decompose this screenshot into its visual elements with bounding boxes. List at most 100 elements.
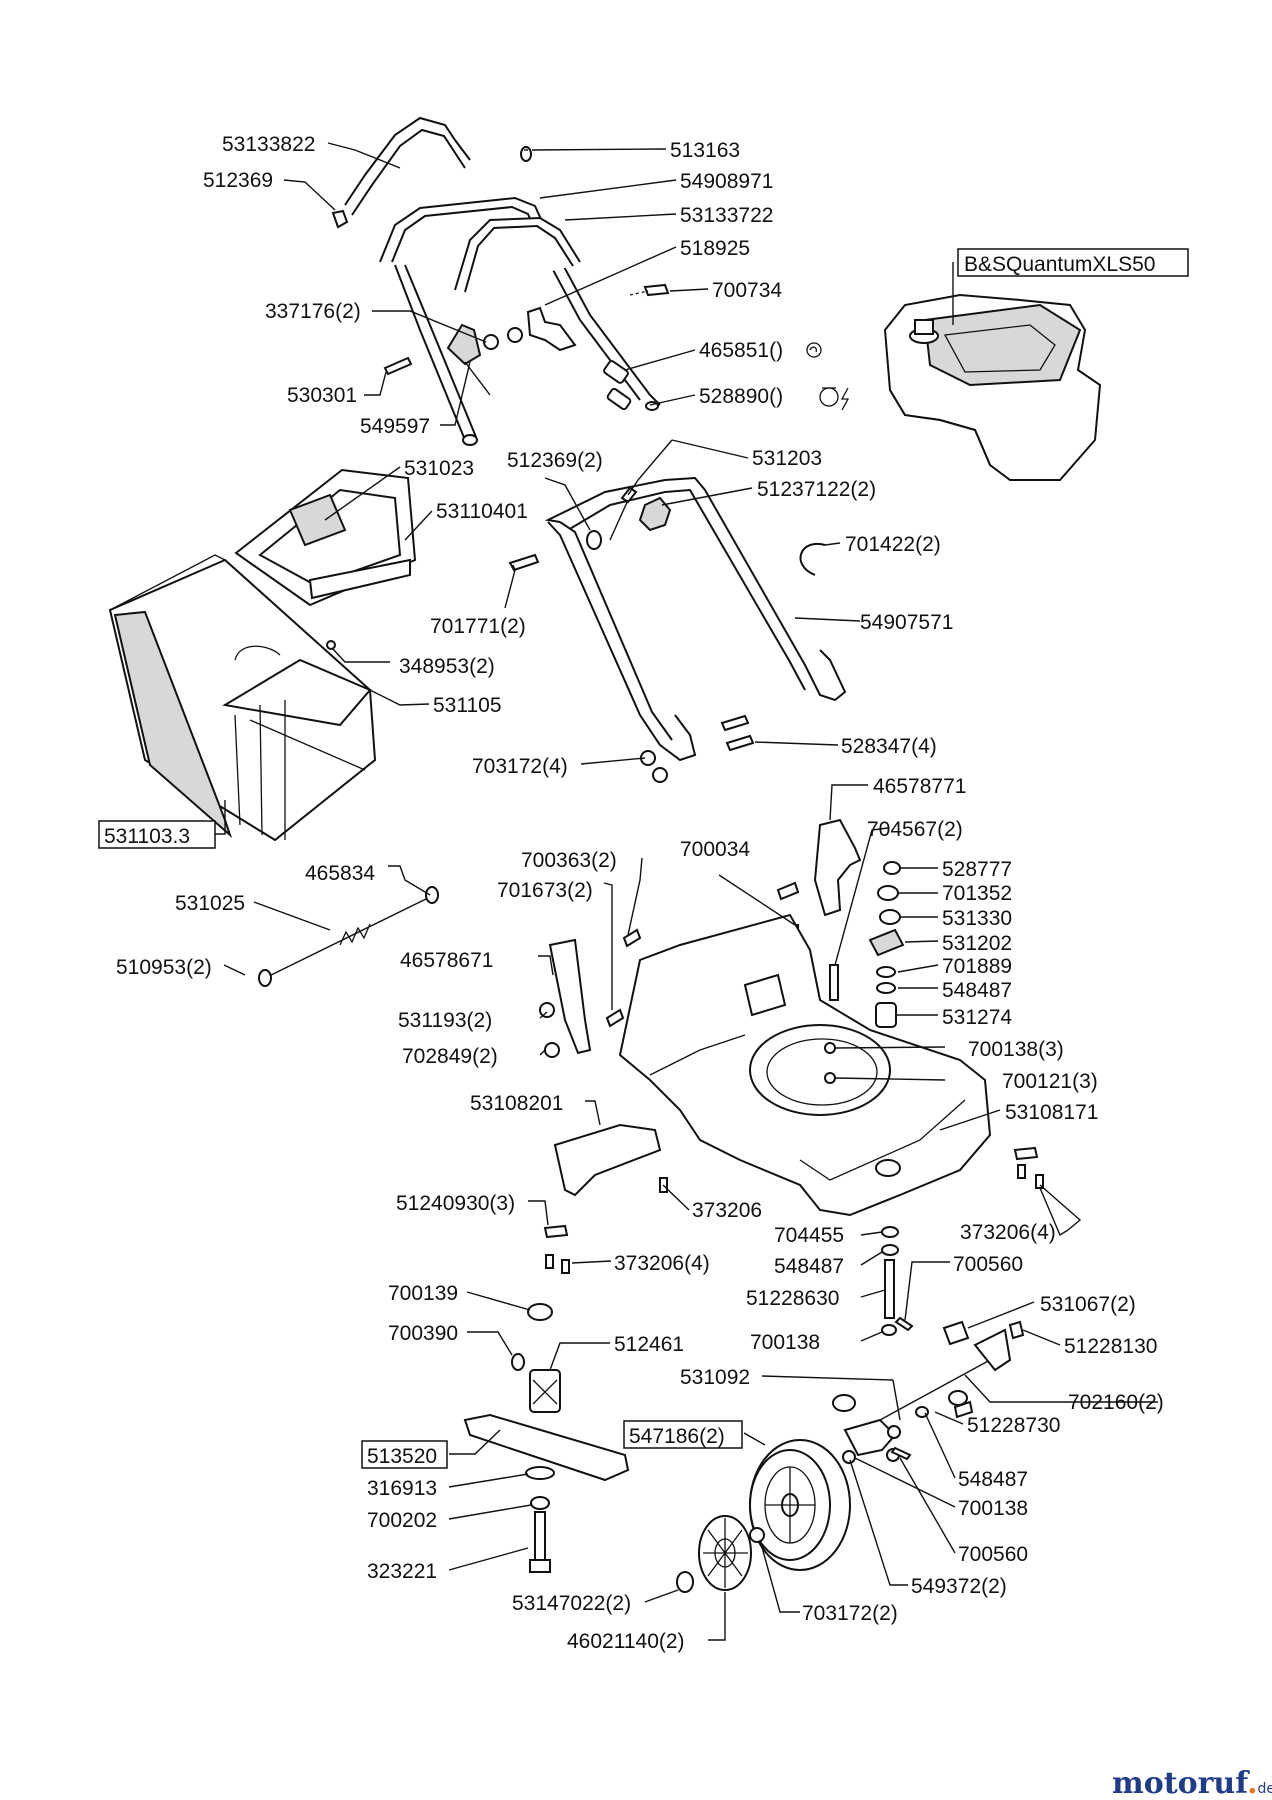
label-548487: 548487 (942, 979, 1012, 1002)
label-531105: 531105 (433, 694, 502, 717)
screw-700734 (629, 283, 670, 297)
label-530301: 530301 (287, 384, 357, 407)
washer-316913 (525, 1466, 555, 1480)
nut-702849 (544, 1042, 560, 1058)
leader-lines (215, 142, 1158, 1641)
label-512369b: 512369(2) (507, 449, 603, 472)
bolt-51228130 (1008, 1320, 1025, 1340)
blade-513520 (463, 1413, 630, 1482)
label-53133722: 53133722 (680, 204, 773, 227)
label-703172b: 703172(2) (802, 1602, 898, 1625)
label-528890: 528890() (699, 385, 783, 408)
cable-clip-531203 (609, 486, 638, 541)
label-528777: 528777 (942, 858, 1012, 881)
bracket-symbol-icon (819, 387, 850, 411)
engine-label: B&SQuantumXLS50 (952, 248, 1189, 325)
shaft-51228630 (884, 1259, 895, 1319)
label-700138: 700138(3) (968, 1038, 1064, 1061)
screw-701771 (508, 553, 540, 572)
label-531203: 531203 (752, 447, 822, 470)
spacer-702160 (948, 1390, 968, 1406)
cap-700390 (511, 1353, 525, 1371)
label-518925: 518925 (680, 237, 750, 260)
basket-lid (234, 468, 417, 607)
label-348953: 348953(2) (399, 655, 495, 678)
label-700034: 700034 (680, 838, 750, 861)
grass-basket (108, 554, 377, 842)
label-700363: 700363(2) (521, 849, 617, 872)
label-512369: 512369 (203, 169, 273, 192)
washer-700139 (527, 1303, 553, 1321)
label-548487b: 548487 (774, 1255, 844, 1278)
label-465851: 465851() (699, 339, 783, 362)
blade-adapter-512461 (529, 1369, 561, 1413)
label-316913: 316913 (367, 1477, 437, 1500)
label-531202: 531202 (942, 932, 1012, 955)
label-54907571: 54907571 (860, 611, 953, 634)
upper-handle-bar (344, 116, 471, 216)
label-box-531103 (98, 820, 216, 849)
label-531103: 531103.3 (104, 825, 190, 848)
label-51228130: 51228130 (1064, 1335, 1157, 1358)
svg-text:motoruf.de: motoruf.de (1112, 1766, 1272, 1800)
screw-701673 (605, 1008, 625, 1028)
label-703172: 703172(4) (472, 755, 568, 778)
nuts-703172 (640, 750, 668, 783)
label-531023: 531023 (404, 457, 474, 480)
bolt-323221 (529, 1511, 551, 1573)
label-51237122: 51237122(2) (757, 478, 876, 501)
pin-348953 (326, 640, 336, 650)
watermark-main: motoruf (1112, 1766, 1250, 1800)
label-373206b: 373206(4) (614, 1252, 710, 1275)
label-702160: 702160(2) (1068, 1391, 1164, 1414)
washer-548487 (881, 1244, 899, 1256)
screw-700363 (622, 928, 642, 948)
bracket-46578671 (548, 938, 592, 1055)
label-46578671: 46578671 (400, 949, 493, 972)
mower-deck (618, 913, 992, 1217)
label-46578771: 46578771 (873, 775, 966, 798)
label-528347: 528347(4) (841, 735, 937, 758)
label-53110401: 53110401 (436, 500, 528, 523)
clamp-465851 (603, 360, 629, 384)
part-labels: 53133822 513163 512369 54908971 53133722… (98, 133, 1164, 1653)
nuts-337176 (483, 327, 523, 350)
lower-handle (544, 476, 847, 762)
label-547186: 547186(2) (629, 1425, 725, 1448)
label-51228730: 51228730 (967, 1414, 1060, 1437)
label-700734: 700734 (712, 279, 782, 302)
label-700560b: 700560 (958, 1543, 1028, 1566)
rear-axle (258, 886, 439, 987)
label-548487c: 548487 (958, 1468, 1028, 1491)
hubcap-46021140 (698, 1515, 752, 1591)
handle-loop (454, 216, 581, 293)
label-700390: 700390 (388, 1322, 458, 1345)
knob-51237122 (638, 496, 672, 532)
watermark-tld: de (1258, 1781, 1272, 1797)
nut-703172-wheel (749, 1527, 765, 1543)
clip-51240930 (543, 1224, 569, 1239)
washer-700202 (530, 1496, 550, 1510)
label-701771: 701771(2) (430, 615, 526, 638)
label-512461: 512461 (614, 1333, 684, 1356)
knob-512369 (331, 209, 349, 229)
label-700560: 700560 (953, 1253, 1023, 1276)
label-510953: 510953(2) (116, 956, 212, 979)
bracket-46578771 (813, 818, 862, 917)
bolt-530301 (383, 356, 413, 376)
nut-700121 (824, 1072, 836, 1084)
label-box-513520 (361, 1440, 448, 1469)
label-531025: 531025 (175, 892, 245, 915)
handle-frame (379, 196, 661, 446)
label-51240930: 51240930(3) (396, 1192, 515, 1215)
screws-373206-left (545, 1254, 570, 1274)
label-700138c: 700138 (958, 1497, 1028, 1520)
pin-700560 (894, 1316, 914, 1332)
screws-373206-right (1013, 1146, 1044, 1189)
label-701889: 701889 (942, 955, 1012, 978)
bolt-704567 (829, 964, 839, 1001)
label-53133822: 53133822 (222, 133, 315, 156)
washer-513163 (520, 146, 532, 162)
label-549597: 549597 (360, 415, 430, 438)
label-53108171: 53108171 (1005, 1101, 1098, 1124)
